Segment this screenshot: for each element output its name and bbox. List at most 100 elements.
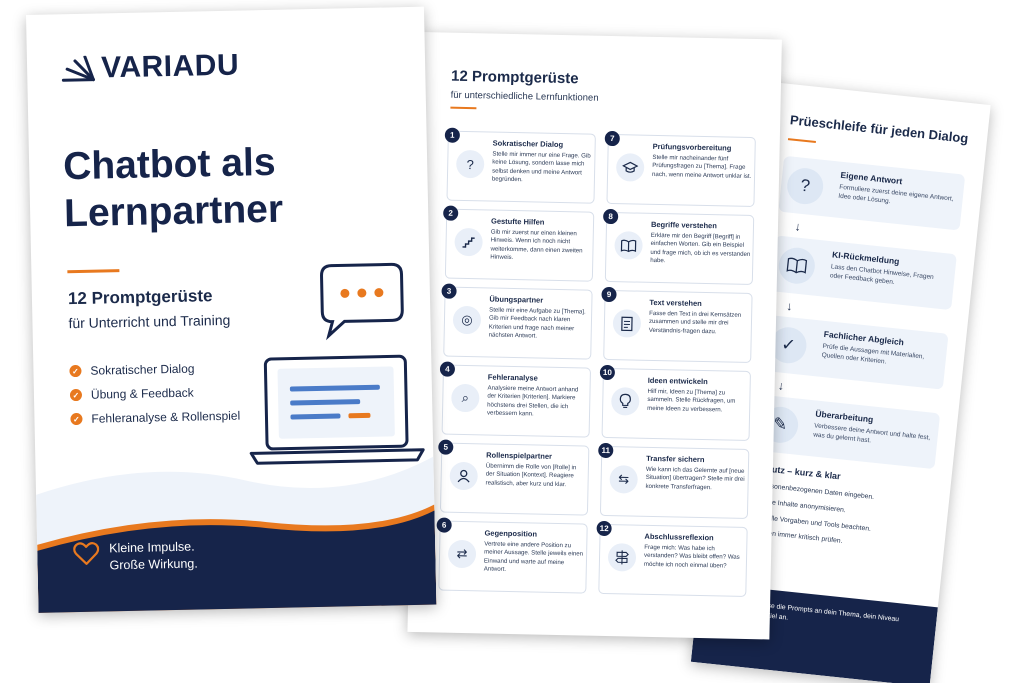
feature-item: ✓ Fehleranalyse & Rollenspiel [70,409,240,427]
prompt-card: 3 ◎ Übungspartner Stelle mir eine Aufgab… [441,283,593,360]
slogan-line-2: Große Wirkung. [109,556,198,573]
card-title: Rollenspielpartner [486,450,553,461]
prompt-card: 10 Ideen entwickeln Hilf mir, Ideen zu [… [599,364,751,441]
card-text: Analysiere meine Antwort anhand der Krit… [486,384,579,418]
cover-headline: Chatbot als Lernpartner [62,140,284,236]
feature-label: Übung & Feedback [90,385,194,402]
card-text: Wie kann ich das Gelernte auf [neue Situ… [645,465,745,492]
card-text: Gib mir zuerst nur einen kleinen Hinweis… [490,228,583,262]
card-number: 3 [441,283,457,299]
person-icon [449,461,479,491]
document-icon [612,309,642,338]
card-text: Hilf mir, Ideen zu [Thema] zu sammeln. S… [647,387,736,414]
brand-logo: VARIADU [59,49,240,87]
page-review-loop: Prüeschleife für jeden Dialog ? Eigene A… [690,80,991,683]
stairs-icon [454,227,483,257]
check-icon: ✓ [69,364,82,378]
card-text: Stelle mir nacheinander fünf Prüfungsfra… [651,153,752,180]
loop-step-3: ✓ Fachlicher Abgleich Prüfe die Aussagen… [761,314,949,390]
prompt-card: 6 ⇄ Gegenposition Vertrete eine andere P… [436,517,588,594]
headline-underline [67,269,120,274]
card-number: 4 [439,361,456,377]
magnifier-icon: ⌕ [451,383,480,413]
title-underline [450,106,477,110]
sunburst-logo-icon [61,55,95,82]
feature-label: Fehleranalyse & Rollenspiel [91,408,241,426]
card-number: 6 [436,517,452,533]
loop-step-title: Überarbeitung [814,408,874,425]
question-bubble-icon: ? [455,149,485,179]
card-number: 12 [596,520,612,537]
prompt-card: 8 Begriffe verstehen Erkläre mir den Beg… [603,208,755,286]
prompt-card: 9 Text verstehen Fasse den Text in drei … [601,286,753,364]
prompt-card: 11 ⇆ Transfer sichern Wie kann ich das G… [598,442,750,519]
card-title: Sokratischer Dialog [492,138,564,150]
book-icon [614,231,643,260]
card-number: 9 [601,286,617,303]
feature-label: Sokratischer Dialog [90,361,195,378]
card-title: Begriffe verstehen [650,219,717,231]
card-title: Gegenposition [484,528,538,539]
feature-item: ✓ Sokratischer Dialog [69,361,195,379]
debate-icon: ⇄ [447,539,477,569]
card-text: Frage mich: Was habe ich verstanden? Was… [643,543,740,570]
transfer-arrows-icon: ⇆ [609,465,638,494]
target-icon: ◎ [452,305,482,335]
loop-step-2: KI-Rückmeldung Lass den Chatbot Hinweise… [770,235,957,311]
card-title: Text verstehen [649,297,702,308]
prompt-card: 5 Rollenspielpartner Übernimm die Rolle … [438,439,590,516]
card-title: Abschlussreflexion [644,531,714,543]
loop-step-text: Formuliere zuerst deine eigene Antwort, … [837,183,954,205]
chat-bubble-icon [320,262,404,341]
loop-step-4: ✎ Überarbeitung Verbessere deine Antwort… [753,394,941,470]
laptop-chat-illustration [249,262,425,465]
question-circle-icon: ? [785,166,825,206]
prompt-card: 12 Abschlussreflexion Frage mich: Was ha… [596,520,748,597]
open-book-icon [777,245,817,286]
card-text: Stelle mir immer nur eine Frage. Gib kei… [491,150,591,184]
card-title: Prüfungsvorbereitung [652,141,732,153]
feature-item: ✓ Übung & Feedback [69,385,194,403]
card-number: 11 [598,442,614,459]
card-title: Ideen entwickeln [647,375,708,387]
card-title: Übungspartner [489,294,544,305]
cover-subtitle: 12 Promptgerüste [67,286,213,309]
prompt-card: 7 Prüfungsvorbereitung Stelle mir nachei… [604,130,756,208]
card-title: Transfer sichern [646,453,705,465]
down-arrow-icon: ↓ [785,298,794,314]
page-cover: VARIADU Chatbot als Lernpartner 12 Promp… [26,6,437,613]
lightbulb-icon [611,387,640,416]
prompt-card: 4 ⌕ Fehleranalyse Analysiere meine Antwo… [439,361,592,438]
card-text: Fasse den Text in drei Kernsätzen zusamm… [648,309,742,336]
cover-subtitle-2: für Unterricht und Training [68,311,231,332]
signpost-icon [607,543,637,572]
laptop-icon [249,354,425,465]
heart-icon [73,542,100,565]
loop-step-text: Verbessere deine Antwort und halte fest,… [812,422,931,445]
graduation-cap-icon [615,153,645,182]
prompts-subtitle: für unterschiedliche Lernfunktionen [450,89,599,104]
card-text: Vertrete eine andere Position zu meiner … [483,540,584,574]
loop-step-1: ? Eigene Antwort Formuliere zuerst deine… [778,155,966,231]
card-number: 5 [438,439,454,455]
check-icon: ✓ [70,412,83,426]
card-text: Erkläre mir den Begriff [Begriff] in ein… [650,231,751,265]
title-underline [787,138,816,144]
loop-step-text: Prüfe die Aussagen mit Materialien, Quel… [821,342,925,366]
page-prompt-frames: 12 Promptgerüste für unterschiedliche Le… [407,32,782,640]
card-title: Gestufte Hilfen [490,216,545,227]
loop-title: Prüeschleife für jeden Dialog [789,112,970,146]
down-arrow-icon: ↓ [777,378,785,394]
card-number: 2 [443,205,459,221]
card-number: 1 [444,127,461,143]
loop-step-text: Lass den Chatbot Hinweise, Fragen oder F… [829,263,935,286]
card-number: 10 [599,364,616,381]
card-number: 8 [603,208,619,225]
card-number: 7 [604,130,620,147]
card-text: Stelle mir eine Aufgabe zu [Thema]. Gib … [488,306,586,340]
card-title: Fehleranalyse [487,372,538,383]
card-text: Übernimm die Rolle von [Rolle] in der Si… [485,462,577,488]
prompts-title: 12 Promptgerüste [450,67,579,88]
prompt-card: 1 ? Sokratischer Dialog Stelle mir immer… [444,127,596,204]
